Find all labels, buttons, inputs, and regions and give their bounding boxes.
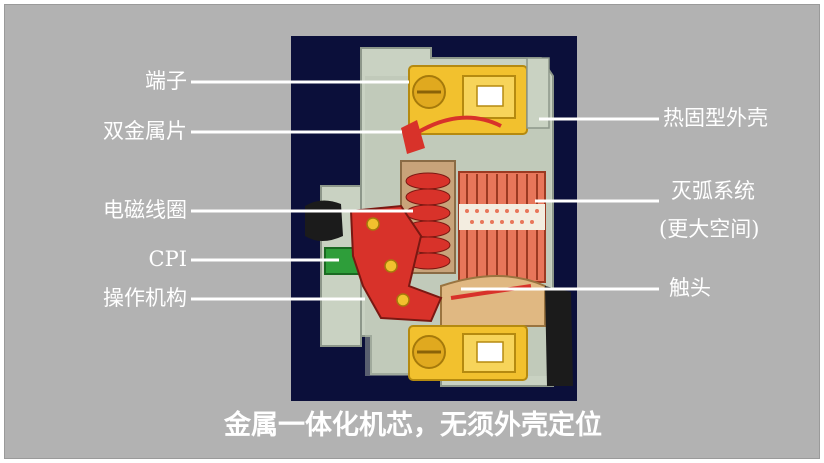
slide-caption: 金属一体化机芯，无须外壳定位 <box>224 410 602 441</box>
label-terminal: 端子 <box>145 69 187 93</box>
slide: 端子 双金属片 电磁线圈 CPI 操作机构 热固型外壳 灭弧系统 (更大空间) … <box>4 4 820 459</box>
label-arc-chute: 灭弧系统 <box>671 179 755 203</box>
label-cpi: CPI <box>148 247 188 271</box>
label-housing: 热固型外壳 <box>663 106 768 130</box>
label-bimetal: 双金属片 <box>103 119 187 143</box>
leader-lines <box>191 80 659 301</box>
label-contacts: 触头 <box>669 276 711 300</box>
label-mechanism: 操作机构 <box>103 286 187 310</box>
label-arc-chute-note: (更大空间) <box>659 217 760 241</box>
label-coil: 电磁线圈 <box>103 198 187 222</box>
